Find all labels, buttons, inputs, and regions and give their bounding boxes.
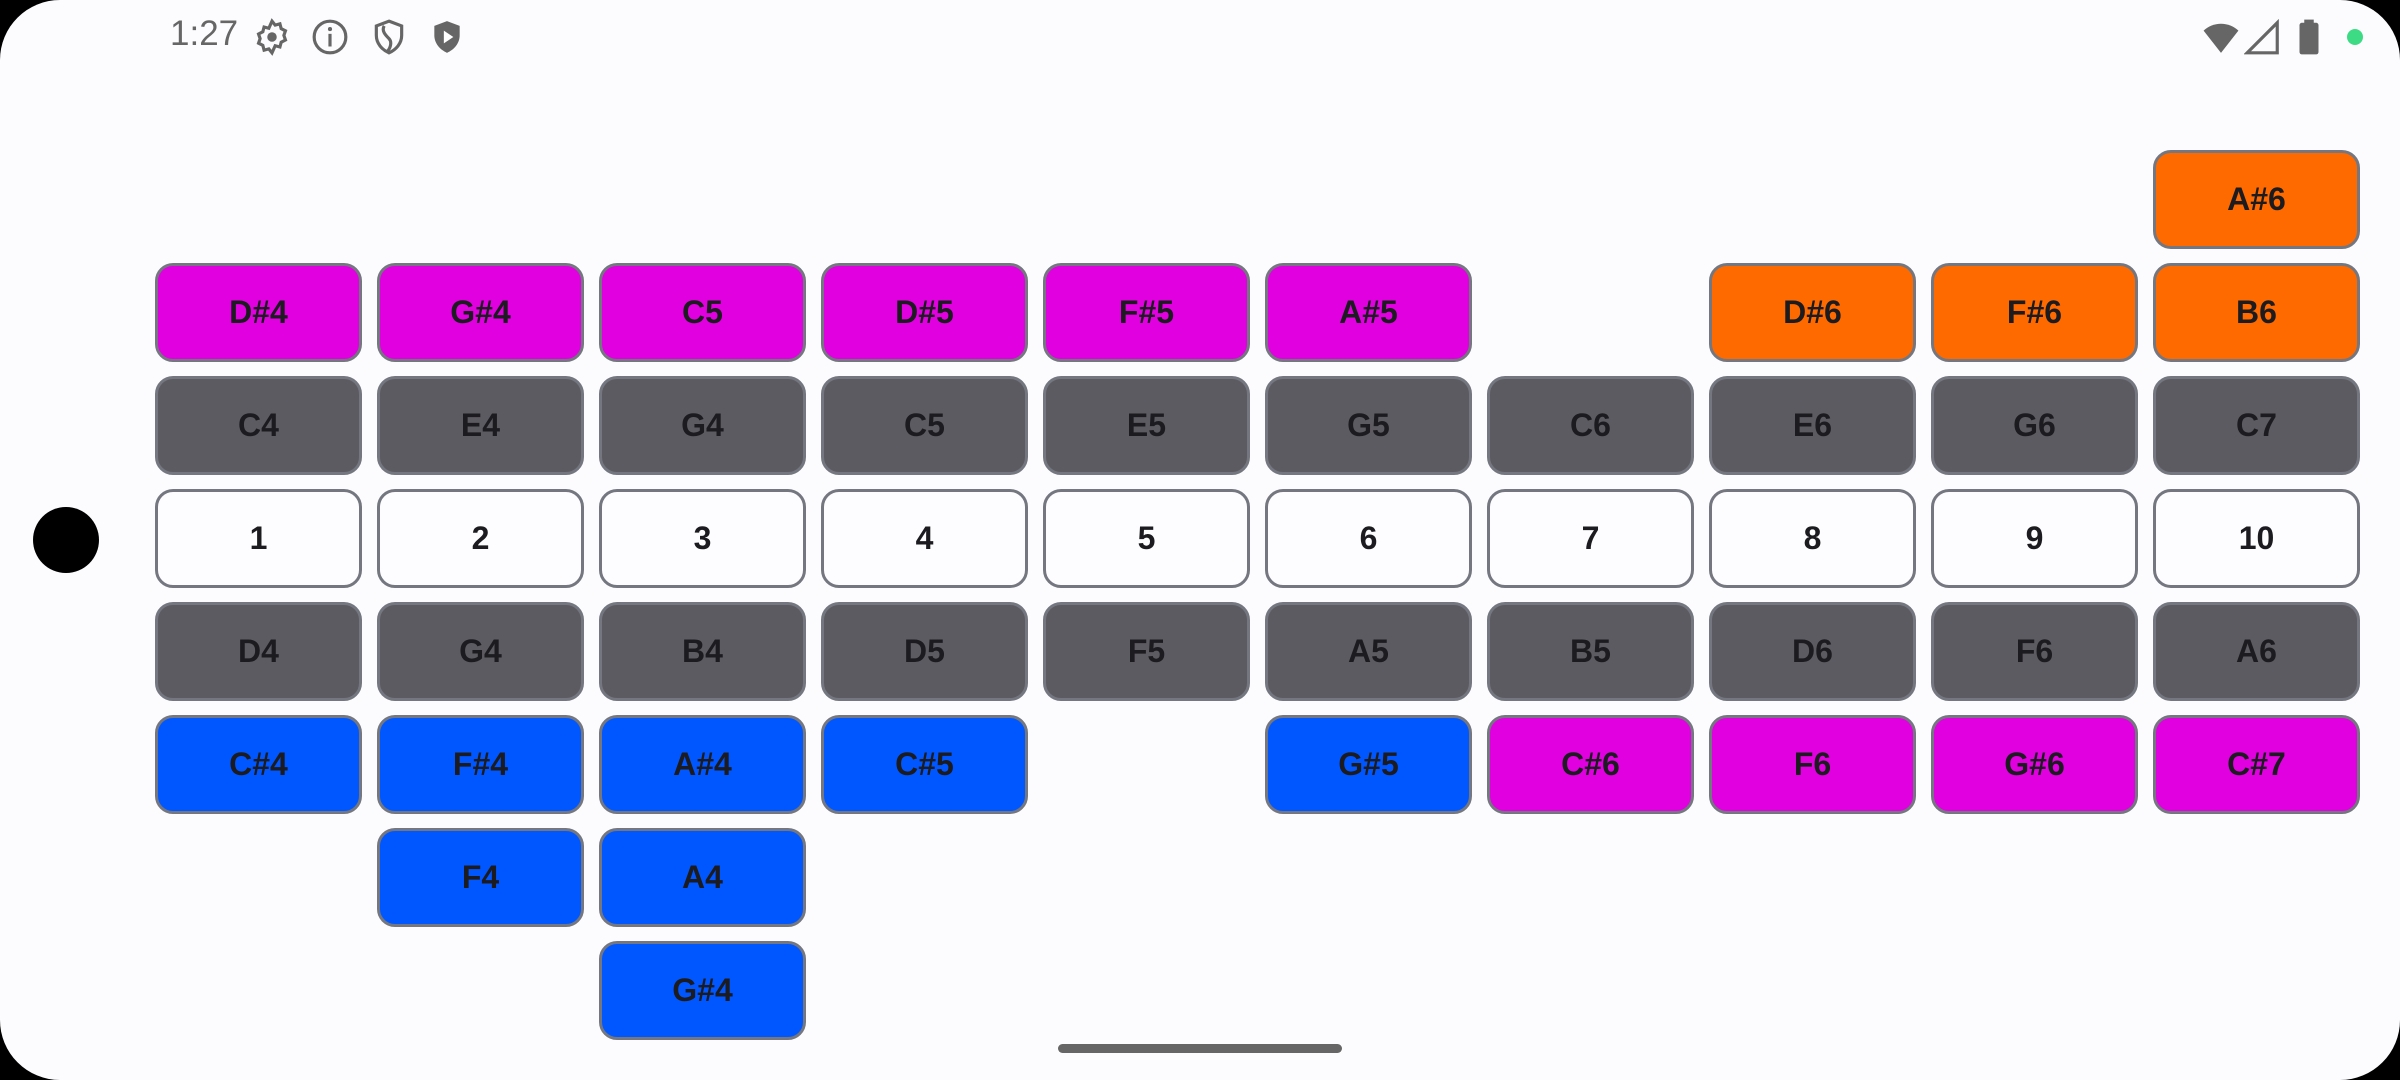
key-e5[interactable]: E5 xyxy=(1043,376,1250,475)
key-1[interactable]: 1 xyxy=(155,489,362,588)
key-f4[interactable]: F4 xyxy=(377,828,584,927)
key-c-sharp4[interactable]: C#4 xyxy=(155,715,362,814)
key-g-sharp5[interactable]: G#5 xyxy=(1265,715,1472,814)
privacy-dot-icon xyxy=(2347,29,2363,45)
key-c6[interactable]: C6 xyxy=(1487,376,1694,475)
key-3[interactable]: 3 xyxy=(599,489,806,588)
home-indicator[interactable] xyxy=(1058,1044,1342,1053)
key-c5[interactable]: C5 xyxy=(821,376,1028,475)
key-6[interactable]: 6 xyxy=(1265,489,1472,588)
key-d5[interactable]: D5 xyxy=(821,602,1028,701)
key-c5[interactable]: C5 xyxy=(599,263,806,362)
key-f-sharp5[interactable]: F#5 xyxy=(1043,263,1250,362)
key-8[interactable]: 8 xyxy=(1709,489,1916,588)
battery-icon xyxy=(2299,19,2319,55)
key-a4[interactable]: A4 xyxy=(599,828,806,927)
info-icon xyxy=(312,19,348,55)
key-a6[interactable]: A6 xyxy=(2153,602,2360,701)
key-10[interactable]: 10 xyxy=(2153,489,2360,588)
key-c-sharp7[interactable]: C#7 xyxy=(2153,715,2360,814)
drag-handle[interactable] xyxy=(33,507,99,573)
key-b4[interactable]: B4 xyxy=(599,602,806,701)
key-c7[interactable]: C7 xyxy=(2153,376,2360,475)
key-a5[interactable]: A5 xyxy=(1265,602,1472,701)
play-shield-icon xyxy=(434,21,460,53)
key-b6[interactable]: B6 xyxy=(2153,263,2360,362)
key-c-sharp5[interactable]: C#5 xyxy=(821,715,1028,814)
key-9[interactable]: 9 xyxy=(1931,489,2138,588)
shield-icon xyxy=(374,19,404,55)
key-g-sharp6[interactable]: G#6 xyxy=(1931,715,2138,814)
key-5[interactable]: 5 xyxy=(1043,489,1250,588)
key-a-sharp6[interactable]: A#6 xyxy=(2153,150,2360,249)
key-g4[interactable]: G4 xyxy=(377,602,584,701)
key-d6[interactable]: D6 xyxy=(1709,602,1916,701)
key-d4[interactable]: D4 xyxy=(155,602,362,701)
key-2[interactable]: 2 xyxy=(377,489,584,588)
key-4[interactable]: 4 xyxy=(821,489,1028,588)
status-time: 1:27 xyxy=(170,14,239,53)
key-f6[interactable]: F6 xyxy=(1709,715,1916,814)
key-f-sharp4[interactable]: F#4 xyxy=(377,715,584,814)
key-f-sharp6[interactable]: F#6 xyxy=(1931,263,2138,362)
key-g5[interactable]: G5 xyxy=(1265,376,1472,475)
key-f6[interactable]: F6 xyxy=(1931,602,2138,701)
key-d-sharp4[interactable]: D#4 xyxy=(155,263,362,362)
key-g6[interactable]: G6 xyxy=(1931,376,2138,475)
key-f5[interactable]: F5 xyxy=(1043,602,1250,701)
key-a-sharp5[interactable]: A#5 xyxy=(1265,263,1472,362)
key-d-sharp5[interactable]: D#5 xyxy=(821,263,1028,362)
gear-icon xyxy=(256,18,288,56)
wifi-icon xyxy=(2203,23,2239,53)
key-d-sharp6[interactable]: D#6 xyxy=(1709,263,1916,362)
key-a-sharp4[interactable]: A#4 xyxy=(599,715,806,814)
key-g-sharp4[interactable]: G#4 xyxy=(377,263,584,362)
key-c-sharp6[interactable]: C#6 xyxy=(1487,715,1694,814)
key-g4[interactable]: G4 xyxy=(599,376,806,475)
key-g-sharp4[interactable]: G#4 xyxy=(599,941,806,1040)
key-e4[interactable]: E4 xyxy=(377,376,584,475)
key-c4[interactable]: C4 xyxy=(155,376,362,475)
key-e6[interactable]: E6 xyxy=(1709,376,1916,475)
key-b5[interactable]: B5 xyxy=(1487,602,1694,701)
key-7[interactable]: 7 xyxy=(1487,489,1694,588)
signal-icon xyxy=(2244,18,2279,55)
